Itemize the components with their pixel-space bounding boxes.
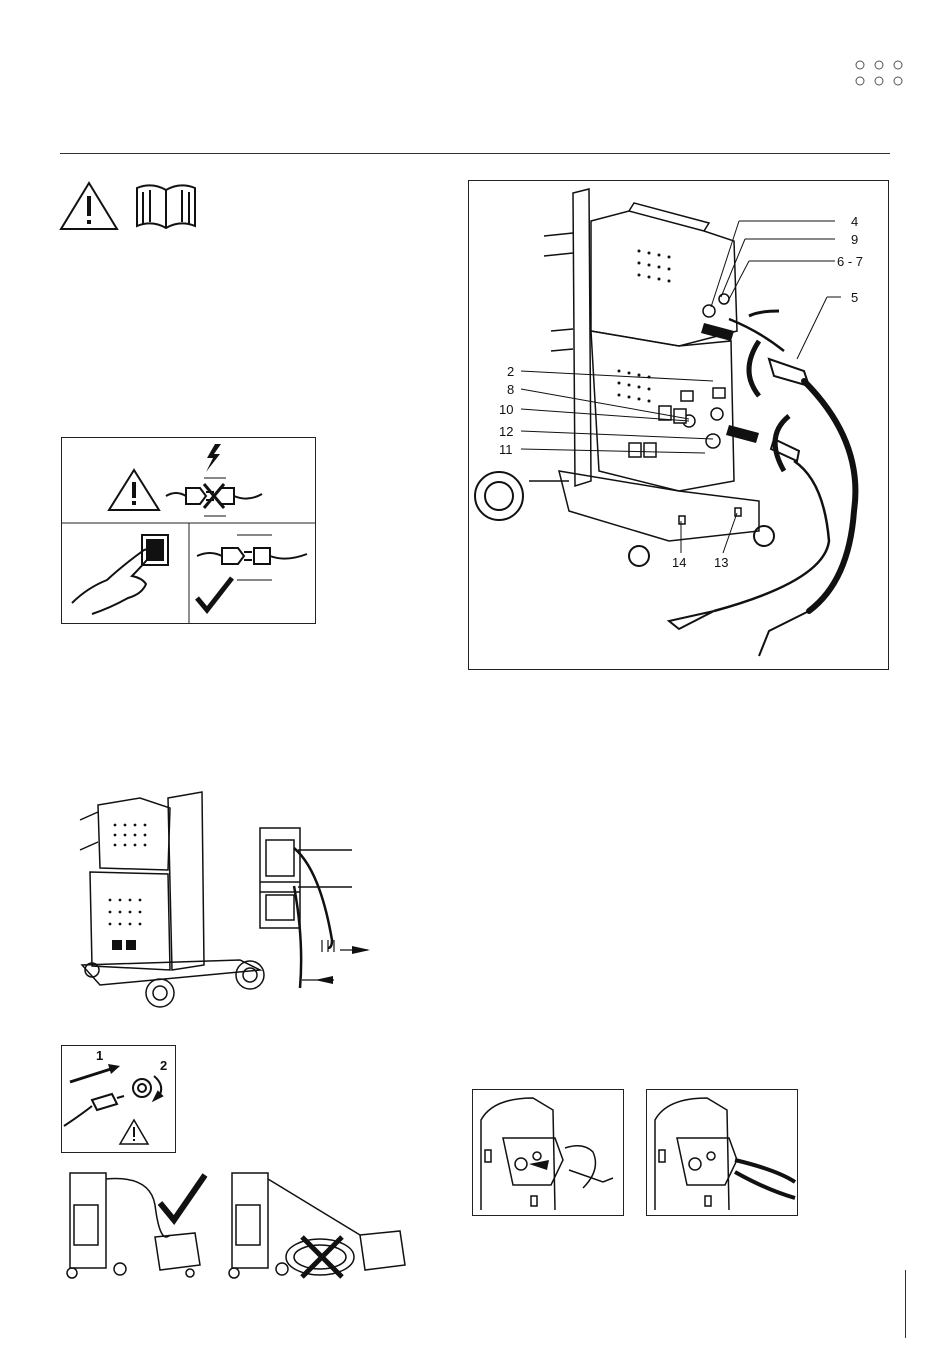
- main-machine-diagram: 4 9 6 - 7 5 2 8 10 12 11 14 13: [468, 180, 889, 670]
- header-rule: [60, 153, 890, 154]
- six-circle-dots-logo: [852, 58, 908, 88]
- callout-14: 14: [672, 555, 686, 570]
- callout-4: 4: [851, 214, 858, 229]
- step-2-label: 2: [160, 1058, 167, 1073]
- rotate-arrow-icon: [154, 1076, 162, 1100]
- socket-icon: [133, 1079, 151, 1097]
- callout-5: 5: [851, 290, 858, 305]
- callout-9: 9: [851, 232, 858, 247]
- connect-plug-panel: 1 2: [61, 1045, 176, 1153]
- mains-safety-graphic: [62, 438, 315, 623]
- checkmark-icon: [197, 578, 232, 610]
- connect-plug-graphic: 1 2: [62, 1046, 175, 1152]
- callout-13: 13: [714, 555, 728, 570]
- open-manual-icon: [132, 180, 200, 232]
- page-edge-rule: [905, 1270, 906, 1338]
- push-arrow-icon: [70, 1064, 120, 1082]
- checkmark-icon: [160, 1175, 205, 1220]
- callout-6-7: 6 - 7: [837, 254, 863, 269]
- callout-12: 12: [499, 424, 513, 439]
- callout-2: 2: [507, 364, 514, 379]
- cable-layout-drawing: [60, 1165, 415, 1285]
- callout-11: 11: [499, 442, 513, 457]
- machine-drawing: 4 9 6 - 7 5 2 8 10 12 11 14 13: [469, 181, 888, 669]
- plug-icon: [64, 1094, 124, 1126]
- mains-safety-panel: [61, 437, 316, 624]
- warning-triangle-icon: [109, 470, 159, 510]
- warning-triangle-icon: [58, 180, 120, 232]
- cross-icon: [302, 1237, 342, 1277]
- lightning-icon: [206, 444, 221, 472]
- torch-connect-panel: [472, 1089, 624, 1216]
- cable-connect-panel: [646, 1089, 798, 1216]
- machine-mains-connection-drawing: [70, 790, 380, 1015]
- callout-8: 8: [507, 382, 514, 397]
- plug-connect-icon: [197, 535, 307, 580]
- torch-connect-graphic: [473, 1090, 623, 1215]
- warning-triangle-icon: [120, 1120, 148, 1144]
- step-1-label: 1: [96, 1048, 103, 1063]
- callout-10: 10: [499, 402, 513, 417]
- cable-connect-graphic: [647, 1090, 797, 1215]
- hand-switch-icon: [72, 535, 168, 614]
- plug-disconnect-crossed-icon: [166, 478, 262, 516]
